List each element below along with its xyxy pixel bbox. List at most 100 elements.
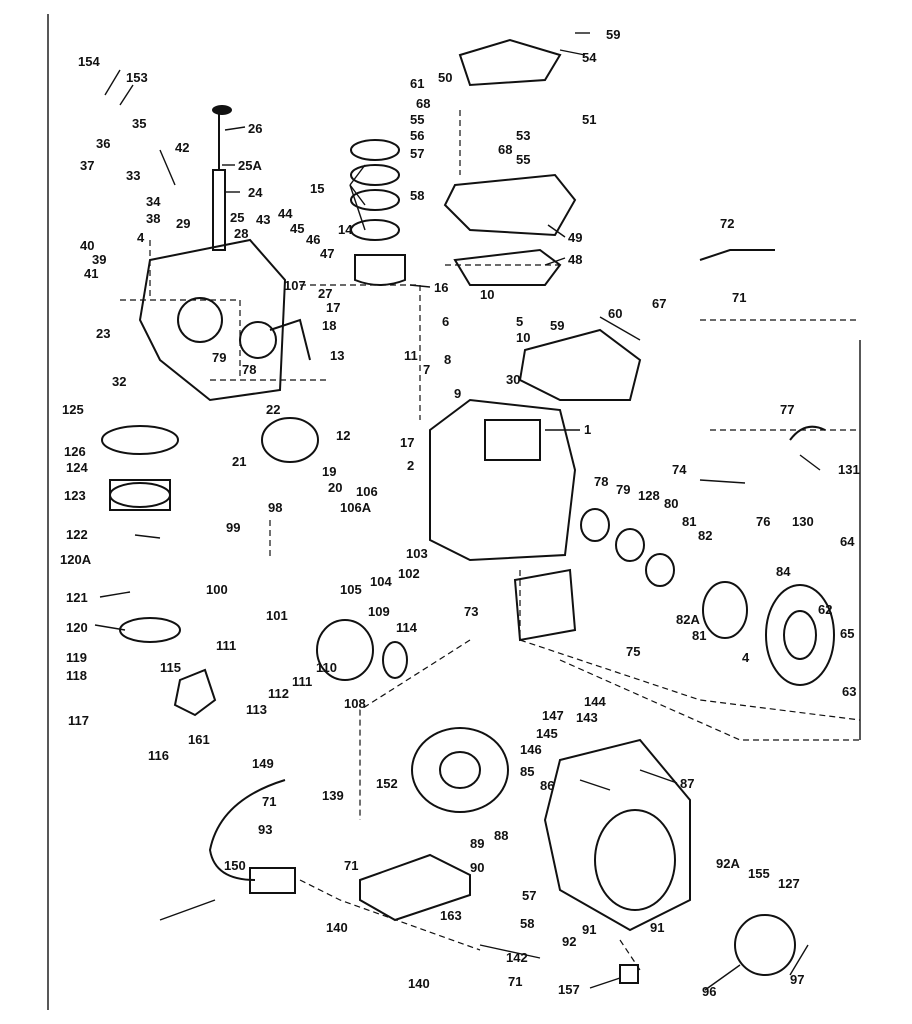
air-filter-element	[101, 425, 179, 455]
callout-label: 78	[594, 474, 608, 489]
callout-labels: 154 153 35 36 37 33 34 38 42 40 39 41 4 …	[60, 27, 860, 999]
ignition-wire	[208, 779, 286, 881]
callout-label: 106	[356, 484, 378, 499]
callout-label: 59	[550, 318, 564, 333]
callout-label: 72	[720, 216, 734, 231]
callout-label: 146	[520, 742, 542, 757]
callout-label: 82	[698, 528, 712, 543]
callout-label: 87	[680, 776, 694, 791]
callout-label: 37	[80, 158, 94, 173]
callout-label: 77	[780, 402, 794, 417]
callout-label: 6	[442, 314, 449, 329]
callout-label: 48	[568, 252, 582, 267]
callout-label: 73	[464, 604, 478, 619]
callout-label: 163	[440, 908, 462, 923]
callout-label: 150	[224, 858, 246, 873]
callout-label: 34	[146, 194, 161, 209]
callout-label: 17	[400, 435, 414, 450]
rocker-cover	[458, 38, 562, 87]
callout-label: 22	[266, 402, 280, 417]
callout-label: 16	[434, 280, 448, 295]
callout-label: 28	[234, 226, 248, 241]
callout-label: 29	[176, 216, 190, 231]
callout-label: 155	[748, 866, 770, 881]
callout-label: 121	[66, 590, 88, 605]
callout-label: 82A	[676, 612, 700, 627]
callout-label: 1	[584, 422, 591, 437]
callout-label: 63	[842, 684, 856, 699]
callout-label: 40	[80, 238, 94, 253]
callout-label: 128	[638, 488, 660, 503]
callout-label: 59	[606, 27, 620, 42]
callout-label: 15	[310, 181, 324, 196]
callout-label: 92	[562, 934, 576, 949]
cylinder-block	[429, 398, 577, 562]
callout-label: 49	[568, 230, 582, 245]
callout-label: 71	[262, 794, 276, 809]
head-gasket	[453, 248, 562, 286]
starter-ring	[702, 581, 748, 639]
dipstick-tube	[212, 169, 226, 251]
callout-label: 65	[840, 626, 854, 641]
callout-label: 93	[258, 822, 272, 837]
callout-label: 122	[66, 527, 88, 542]
callout-label: 8	[444, 352, 451, 367]
callout-label: 149	[252, 756, 274, 771]
blower-housing	[543, 738, 691, 932]
callout-label: 33	[126, 168, 140, 183]
callout-label: 120	[66, 620, 88, 635]
callout-label: 126	[64, 444, 86, 459]
callout-label: 19	[322, 464, 336, 479]
callout-label: 21	[232, 454, 246, 469]
callout-label: 18	[322, 318, 336, 333]
piston	[354, 254, 406, 286]
callout-label: 154	[78, 54, 100, 69]
callout-label: 81	[682, 514, 696, 529]
callout-label: 143	[576, 710, 598, 725]
callout-label: 38	[146, 211, 160, 226]
callout-label: 74	[672, 462, 687, 477]
callout-label: 124	[66, 460, 88, 475]
callout-label: 39	[92, 252, 106, 267]
callout-label: 11	[404, 348, 418, 363]
callout-label: 58	[410, 188, 424, 203]
callout-label: 131	[838, 462, 860, 477]
callout-label: 144	[584, 694, 606, 709]
cylinder-shroud	[518, 328, 642, 401]
callout-label: 106A	[340, 500, 372, 515]
callout-label: 116	[148, 748, 169, 763]
callout-label: 42	[175, 140, 189, 155]
callout-label: 30	[506, 372, 520, 387]
callout-label: 110	[316, 660, 337, 675]
callout-label: 100	[206, 582, 228, 597]
bracket-157	[619, 964, 639, 984]
callout-label: 36	[96, 136, 110, 151]
callout-label: 140	[326, 920, 348, 935]
callout-label: 127	[778, 876, 800, 891]
callout-label: 119	[66, 650, 87, 665]
callout-label: 24	[248, 185, 263, 200]
callout-label: 102	[398, 566, 420, 581]
callout-label: 17	[326, 300, 340, 315]
callout-label: 25	[230, 210, 244, 225]
callout-label: 47	[320, 246, 334, 261]
callout-label: 9	[454, 386, 461, 401]
gear-case-cover	[138, 238, 287, 402]
callout-label: 10	[480, 287, 494, 302]
callout-label: 23	[96, 326, 110, 341]
flywheel	[765, 584, 835, 686]
callout-label: 115	[160, 660, 181, 675]
assembly-guide-lines	[120, 110, 861, 971]
callout-label: 142	[506, 950, 528, 965]
callout-label: 13	[330, 348, 344, 363]
callout-label: 62	[818, 602, 832, 617]
callout-label: 113	[246, 702, 267, 717]
callout-label: 64	[840, 534, 855, 549]
callout-label: 7	[423, 362, 430, 377]
callout-label: 153	[126, 70, 148, 85]
callout-label: 76	[756, 514, 770, 529]
callout-label: 35	[132, 116, 146, 131]
callout-label: 157	[558, 982, 580, 997]
callout-label: 68	[416, 96, 430, 111]
